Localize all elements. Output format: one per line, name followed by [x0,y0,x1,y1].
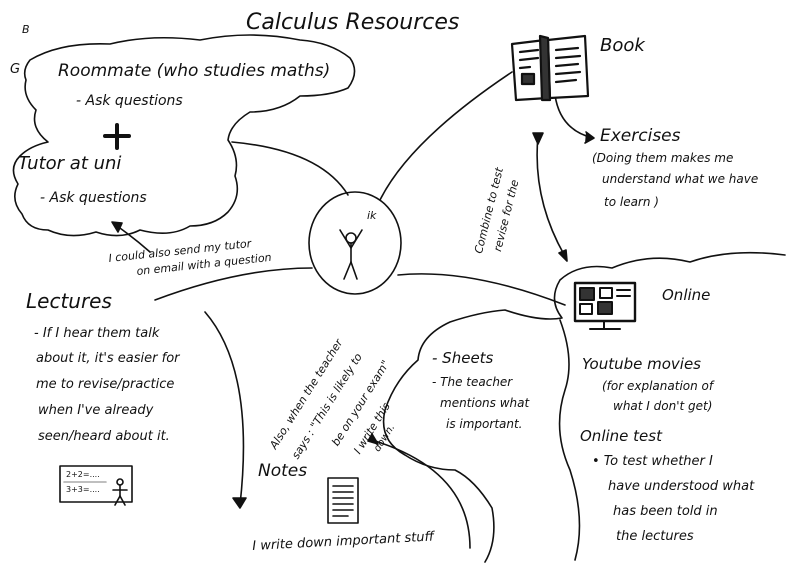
arrowhead-teacher-notes [367,433,379,445]
online-test-line-1: • To test whether I [592,454,713,469]
online-test-line-2: have understood what [608,479,755,494]
arrow-teacher-notes [371,439,471,549]
tutor-heading: Tutor at uni [18,153,122,174]
sheets-line-2: mentions what [440,396,530,410]
exercises-line-2: understand what we have [602,172,759,186]
book-heading: Book [600,35,645,56]
online-heading: Online [662,286,711,304]
book-icon [510,34,590,102]
online-region-border [382,251,786,563]
arrow-book-online [536,135,567,259]
center-label: ik [367,209,377,222]
connector-center-book [379,71,513,201]
online-test-line-3: has been told in [613,504,718,519]
lectures-line-3: me to revise/practice [36,377,175,392]
sheets-line-1: - The teacher [432,375,513,389]
notes-paper-icon [327,477,359,524]
sheets-heading: - Sheets [432,349,494,367]
exercises-heading: Exercises [600,126,681,146]
arrowhead-online [558,249,568,262]
lecture-board-icon [59,465,133,506]
board-line-2: 3+3=.... [66,485,100,494]
arrowhead-lectures-notes [232,497,247,509]
lectures-line-4: when I've already [38,403,154,418]
arrow-lectures-notes [204,311,245,506]
youtube-line-1: (for explanation of [602,379,714,393]
arrowhead-tutor-note [111,221,123,233]
tutor-item: - Ask questions [40,190,147,206]
title: Calculus Resources [246,10,460,35]
lectures-line-1: - If I hear them talk [34,326,160,341]
roommate-heading: Roommate (who studies maths) [58,61,331,81]
stick-figure-icon [339,229,363,280]
lectures-line-5: seen/heard about it. [38,429,170,444]
arrow-book-exercises [554,94,594,139]
corner-mark-b: B [22,23,30,36]
arrowhead-book-top [532,132,544,145]
sheets-line-3: is important. [446,417,523,431]
roommate-item: - Ask questions [76,93,183,109]
lectures-heading: Lectures [26,289,112,313]
arrowhead-exercises [584,131,595,144]
online-test-line-4: the lectures [616,529,694,544]
online-test-heading: Online test [580,427,662,445]
center-circle [308,191,402,295]
cloud-outline [12,34,356,237]
exercises-line-3: to learn ) [604,195,659,209]
connector-center-lectures [154,267,313,301]
youtube-line-2: what I don't get) [613,399,713,413]
youtube-heading: Youtube movies [582,355,701,373]
exercises-line-1: (Doing them makes me [592,151,734,165]
notes-heading: Notes [258,461,308,481]
connector-center-cloud [231,141,349,196]
lectures-line-2: about it, it's easier for [36,351,180,366]
connector-center-online [397,273,566,306]
corner-mark-g: G [10,62,21,77]
online-screen-icon [573,281,637,330]
board-line-1: 2+2=.... [66,470,100,479]
plus-icon [103,123,131,150]
